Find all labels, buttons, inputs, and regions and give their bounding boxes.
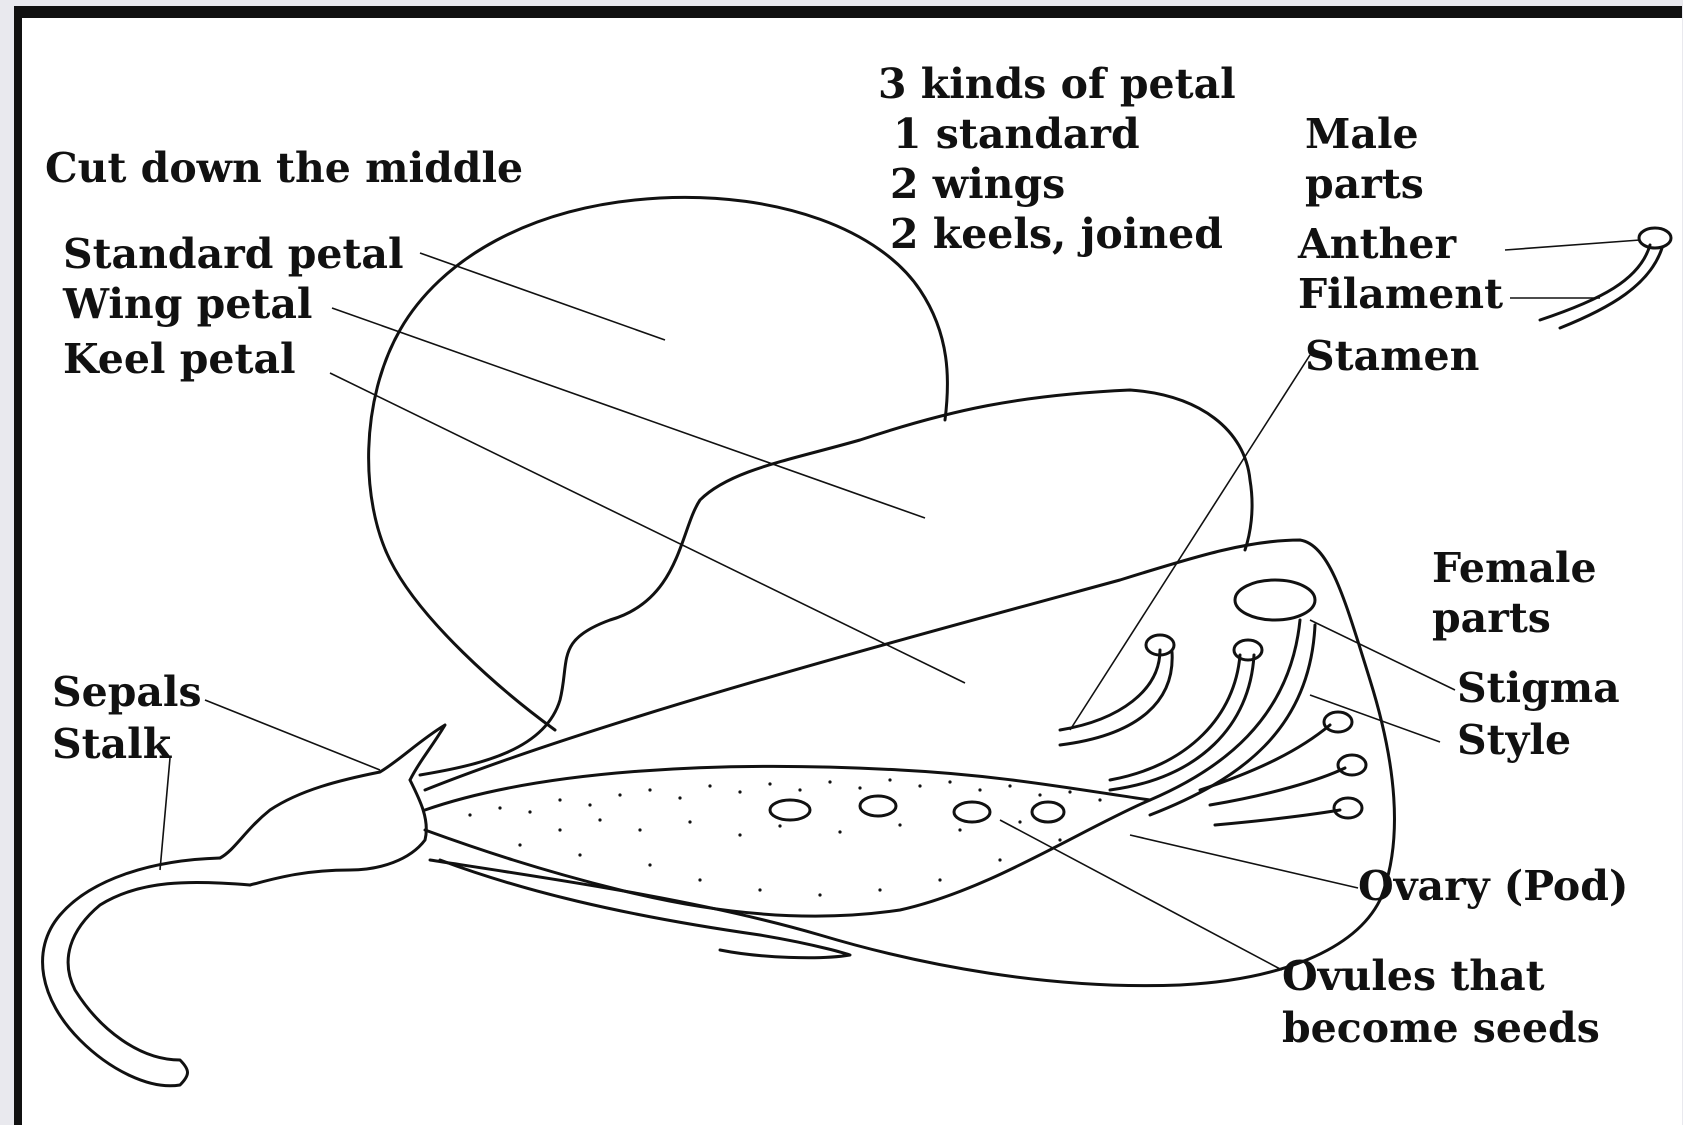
ovary-pod-lower — [440, 860, 850, 958]
stamen-label: Stamen — [1305, 332, 1479, 380]
sepals-label: Sepals — [52, 668, 202, 716]
ovules-label-2: become seeds — [1282, 1004, 1600, 1052]
filament-label: Filament — [1298, 270, 1503, 318]
ovary-label: Ovary (Pod) — [1358, 862, 1628, 910]
ovules-label-1: Ovules that — [1282, 952, 1545, 1000]
leader-anther — [1505, 240, 1640, 250]
wing-petal-shape — [420, 390, 1252, 775]
petal-kinds-line2: 2 wings — [890, 160, 1065, 208]
leader-sepals — [205, 700, 380, 770]
style-label: Style — [1457, 716, 1571, 764]
ovule-3 — [954, 802, 990, 822]
ovules — [770, 796, 1064, 822]
ovule-1 — [770, 800, 810, 820]
keel-petal-label: Keel petal — [63, 335, 296, 383]
male-parts-label-1: Male — [1305, 110, 1419, 158]
leader-stalk — [160, 758, 170, 870]
stamens — [1060, 635, 1366, 825]
leader-wing-petal — [332, 308, 925, 518]
title-label: Cut down the middle — [45, 144, 523, 192]
stalk-shape — [43, 858, 250, 1086]
petal-kinds-heading: 3 kinds of petal — [878, 60, 1236, 108]
leader-standard-petal — [420, 253, 665, 340]
petal-kinds-line1: 1 standard — [893, 110, 1140, 158]
wing-petal-label: Wing petal — [62, 280, 312, 328]
leader-ovary — [1130, 835, 1358, 888]
leader-ovules — [1000, 820, 1282, 970]
anther-label: Anther — [1297, 220, 1457, 268]
ovule-4 — [1032, 802, 1064, 822]
stigma-label: Stigma — [1457, 664, 1620, 712]
petal-kinds-line3: 2 keels, joined — [890, 210, 1223, 258]
sepals-shape — [220, 725, 445, 885]
female-parts-label-2: parts — [1432, 594, 1551, 642]
keel-petal-shape — [425, 540, 1394, 986]
female-parts-label-1: Female — [1432, 544, 1597, 592]
stalk-label: Stalk — [52, 720, 173, 768]
male-parts-label-2: parts — [1305, 160, 1424, 208]
stigma-shape — [1235, 580, 1315, 620]
ovary-stipple — [468, 778, 1101, 896]
ovule-2 — [860, 796, 896, 816]
standard-petal-label: Standard petal — [63, 230, 404, 278]
